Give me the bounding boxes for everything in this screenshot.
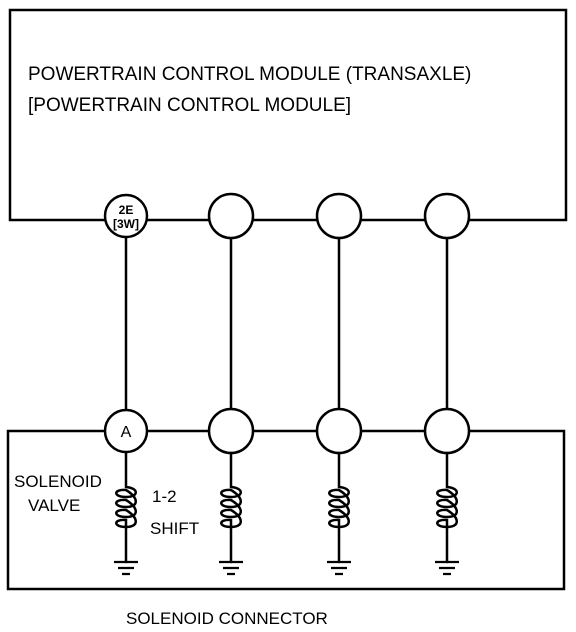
module-pins: 2E [3W] — [103, 192, 471, 240]
connector-title: SOLENOID CONNECTOR — [126, 609, 328, 628]
module-pin-4 — [423, 192, 471, 240]
module-title-line2: [POWERTRAIN CONTROL MODULE] — [28, 95, 351, 116]
ground-symbol-4 — [435, 560, 459, 576]
solenoid-connector-box — [6, 429, 566, 591]
module-pin-1-bottom-label: [3W] — [113, 217, 139, 231]
shift-label-line1: 1-2 — [152, 487, 177, 506]
module-pin-1-top-label: 2E — [119, 203, 134, 217]
module-title-line1: POWERTRAIN CONTROL MODULE (TRANSAXLE) — [28, 64, 471, 85]
solenoid-coil-2 — [219, 451, 243, 576]
wires — [124, 237, 449, 410]
solenoid-label-line2: VALVE — [28, 496, 80, 515]
connector-pin-a-label: A — [121, 424, 132, 441]
ground-symbol-3 — [327, 560, 351, 576]
module-pin-2 — [207, 192, 255, 240]
module-pin-3 — [315, 192, 363, 240]
solenoid-coils — [114, 451, 459, 576]
connector-pin-a: A — [103, 408, 149, 454]
module-pin-1: 2E [3W] — [103, 193, 149, 239]
connector-pin-2 — [207, 407, 255, 455]
solenoid-coil-3 — [327, 451, 351, 576]
powertrain-control-module-box — [8, 8, 568, 222]
solenoid-coil-4 — [435, 451, 459, 576]
ground-symbol-1 — [114, 560, 138, 576]
connector-pins: A — [103, 407, 471, 455]
solenoid-coil-1 — [114, 451, 138, 576]
connector-pin-3 — [315, 407, 363, 455]
shift-label-line2: SHIFT — [150, 519, 199, 538]
ground-symbol-2 — [219, 560, 243, 576]
solenoid-label-line1: SOLENOID — [14, 472, 102, 491]
connector-pin-4 — [423, 407, 471, 455]
